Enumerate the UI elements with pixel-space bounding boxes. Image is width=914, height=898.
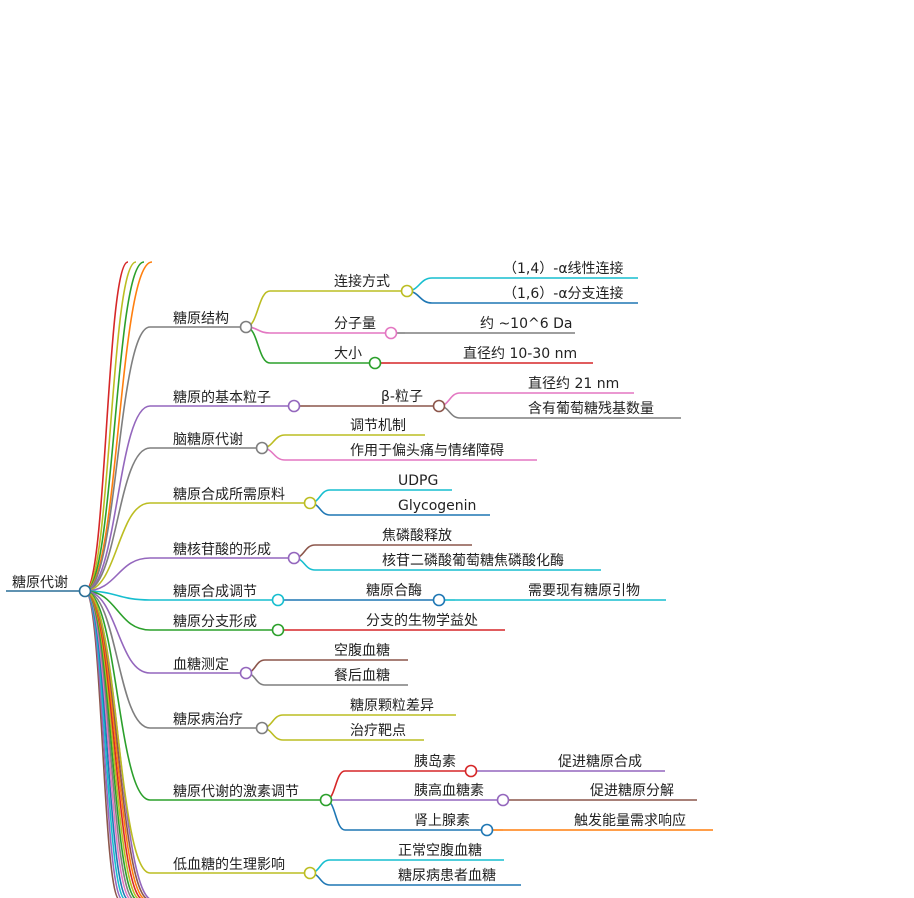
child-label: 连接方式 (334, 273, 390, 290)
connector-layer (84, 261, 520, 898)
branch-node-marker (303, 496, 317, 510)
child-label: UDPG (398, 473, 438, 489)
branch-connector (84, 405, 151, 592)
branch-node-marker (271, 623, 285, 637)
branch-label: 血糖测定 (173, 657, 229, 673)
branch-connector (84, 590, 151, 674)
branch-node-marker (239, 666, 253, 680)
branch-label: 糖原合成所需原料 (173, 487, 285, 503)
branch-label: 糖原结构 (173, 311, 229, 327)
child-label: Glycogenin (398, 498, 476, 514)
leaf-label: 促进糖原合成 (558, 754, 642, 770)
offscreen-branch-top (84, 261, 137, 592)
branch-connector (84, 326, 151, 592)
child-node-marker (432, 593, 446, 607)
branch-node-marker (239, 320, 253, 334)
branch-label: 糖核苷酸的形成 (173, 542, 271, 558)
branch-connector (84, 590, 151, 874)
child-label: 核苷二磷酸葡萄糖焦磷酸化酶 (382, 553, 564, 569)
child-label: 肾上腺素 (414, 813, 470, 829)
branch-node-marker (287, 551, 301, 565)
child-label: 餐后血糖 (334, 668, 390, 684)
leaf-label: 含有葡萄糖残基数量 (528, 400, 654, 417)
child-connector (245, 290, 271, 328)
child-label: 焦磷酸释放 (382, 528, 452, 544)
branch-label: 糖原的基本粒子 (173, 389, 271, 406)
branch-node-marker (287, 399, 301, 413)
branch-label: 低血糖的生理影响 (173, 857, 285, 873)
leaf-label: （1,4）-α线性连接 (503, 260, 624, 277)
leaf-label: （1,6）-α分支连接 (503, 285, 624, 302)
leaf-label: 约 ~10^6 Da (480, 316, 572, 332)
branch-label: 糖原代谢的激素调节 (173, 783, 299, 800)
branch-node-marker (271, 593, 285, 607)
branch-node-marker (319, 793, 333, 807)
child-label: 分子量 (334, 316, 376, 332)
child-label: 正常空腹血糖 (398, 842, 482, 859)
leaf-label: 促进糖原分解 (590, 783, 674, 799)
branch-connector (84, 557, 151, 592)
child-node-marker (480, 823, 494, 837)
child-node-marker (496, 793, 510, 807)
leaf-label: 触发能量需求响应 (574, 812, 686, 829)
branch-node-marker (255, 441, 269, 455)
branch-label: 糖原合成调节 (173, 584, 257, 600)
child-label: 糖尿病患者血糖 (398, 868, 496, 884)
branch-label: 糖原分支形成 (173, 614, 257, 630)
child-node-marker (384, 326, 398, 340)
leaf-label: 直径约 10-30 nm (463, 345, 577, 362)
child-label: β-粒子 (381, 389, 423, 405)
child-label: 糖原颗粒差异 (350, 698, 434, 714)
branch-connector (84, 447, 151, 592)
child-label: 胰岛素 (414, 754, 456, 770)
branch-connector (84, 590, 151, 801)
underline-layer (6, 277, 713, 886)
child-label: 作用于偏头痛与情绪障碍 (350, 442, 504, 459)
offscreen-branch-top (84, 261, 129, 592)
branch-connector (84, 590, 151, 729)
child-label: 糖原合酶 (366, 583, 422, 599)
child-label: 空腹血糖 (334, 642, 390, 659)
child-node-marker (368, 356, 382, 370)
branch-connector (84, 502, 151, 592)
leaf-label: 直径约 21 nm (528, 375, 619, 392)
branch-label: 脑糖原代谢 (173, 432, 243, 448)
root-node-marker (78, 584, 92, 598)
child-node-marker (464, 764, 478, 778)
child-node-marker (400, 284, 414, 298)
leaf-label: 需要现有糖原引物 (528, 583, 640, 599)
branch-node-marker (255, 721, 269, 735)
child-label: 分支的生物学益处 (366, 613, 478, 629)
offscreen-branch-top (84, 261, 145, 592)
child-label: 大小 (334, 346, 362, 362)
offscreen-branch-top (84, 261, 153, 592)
branch-connector (84, 590, 151, 631)
child-node-marker (432, 399, 446, 413)
child-label: 胰高血糖素 (414, 782, 484, 799)
branch-node-marker (303, 866, 317, 880)
child-label: 调节机制 (350, 418, 406, 434)
branch-label: 糖尿病治疗 (173, 712, 243, 728)
root-label: 糖原代谢 (12, 575, 68, 591)
child-label: 治疗靶点 (350, 723, 406, 739)
